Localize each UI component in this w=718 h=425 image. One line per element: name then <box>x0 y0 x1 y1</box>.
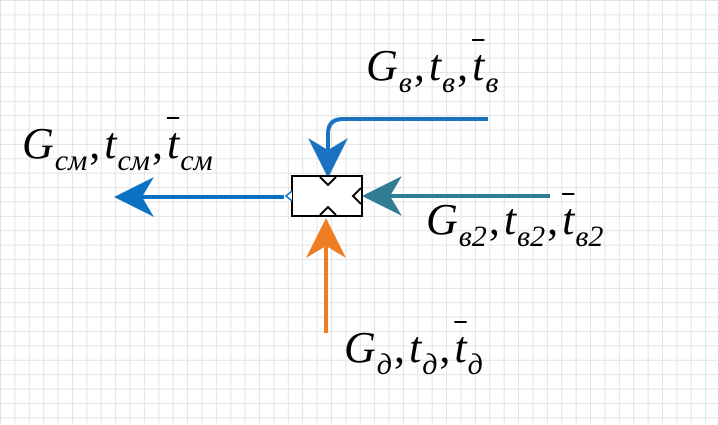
air-t-sub: в <box>442 66 456 99</box>
air-t: t <box>428 41 442 90</box>
air2-t: t <box>503 195 517 244</box>
air2-t-sub: в2 <box>517 220 546 253</box>
add-tbar: t <box>454 323 467 372</box>
mix-G-sub: см <box>54 144 88 177</box>
air2-tbar-sub: в2 <box>575 220 604 253</box>
add-sep-2: , <box>439 323 451 372</box>
add-t-sub: д <box>422 348 438 381</box>
air-tbar: t <box>472 41 485 90</box>
air2-tbar: t <box>562 195 575 244</box>
air2-G: G <box>426 195 458 244</box>
add-tbar-sub: д <box>467 348 483 381</box>
air2-G-sub: в2 <box>458 220 487 253</box>
mix-flow-label: Gсм,tсм,tсм <box>22 119 213 176</box>
add-G: G <box>344 323 376 372</box>
mix-tbar-sub: см <box>180 144 213 177</box>
add-sep-1: , <box>393 323 405 372</box>
mix-G: G <box>22 119 54 168</box>
add-flow-label: Gд,tд,tд <box>344 323 483 380</box>
air-G: G <box>366 41 398 90</box>
air-sep-1: , <box>413 41 425 90</box>
mix-t: t <box>104 119 117 168</box>
add-G-sub: д <box>376 348 392 381</box>
mix-sep-1: , <box>89 119 101 168</box>
mix-tbar: t <box>166 119 180 168</box>
air-flow-label: Gв,tв,tв <box>366 41 498 98</box>
air2-sep-2: , <box>547 195 559 244</box>
air2-flow-label: Gв2,tв2,tв2 <box>426 195 603 252</box>
mix-t-sub: см <box>117 144 150 177</box>
air-tbar-sub: в <box>485 66 499 99</box>
air-sep-2: , <box>457 41 469 90</box>
air2-sep-1: , <box>488 195 500 244</box>
mixer-block <box>284 175 363 217</box>
mix-sep-2: , <box>151 119 163 168</box>
air-flow-arrow <box>308 117 488 178</box>
air-G-sub: в <box>398 66 412 99</box>
add-t: t <box>408 323 422 372</box>
